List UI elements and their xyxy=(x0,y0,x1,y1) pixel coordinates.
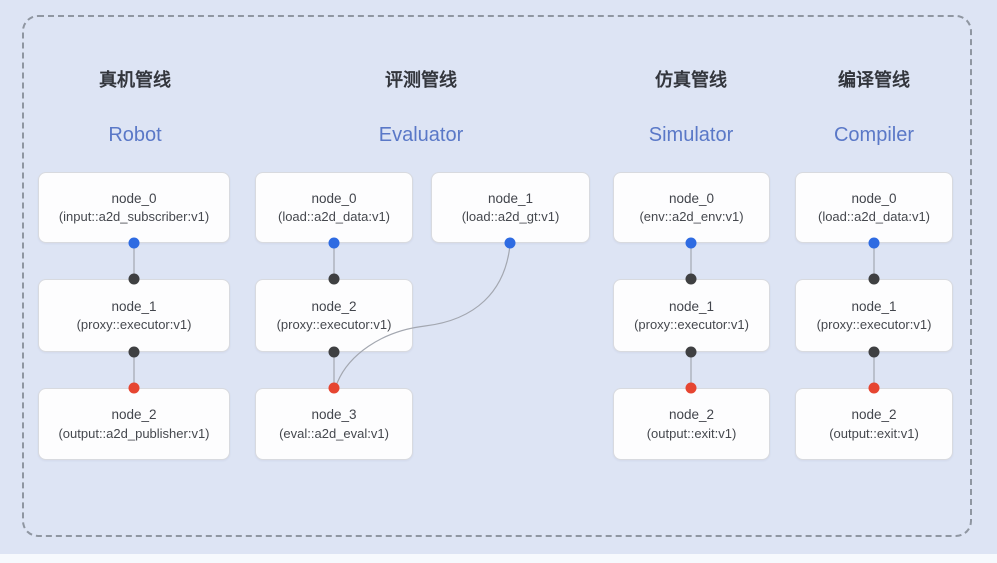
node-name: node_2 xyxy=(111,407,157,423)
bottom-page-strip xyxy=(0,554,997,563)
node-simulator-node_0[interactable]: node_0 (env::a2d_env:v1) xyxy=(613,172,770,243)
node-name: node_0 xyxy=(668,190,715,206)
pipeline-title-en-evaluator: Evaluator xyxy=(378,124,464,146)
node-evaluator-node_3[interactable]: node_3 (eval::a2d_eval:v1) xyxy=(255,388,413,460)
pipeline-title-zh-evaluator: 评测管线 xyxy=(385,70,457,90)
pipeline-title-en-robot: Robot xyxy=(108,124,162,146)
node-compiler-node_2[interactable]: node_2 (output::exit:v1) xyxy=(795,388,953,460)
node-type: (eval::a2d_eval:v1) xyxy=(279,425,389,441)
node-name: node_0 xyxy=(311,190,357,206)
node-robot-node_0[interactable]: node_0 (input::a2d_subscriber:v1) xyxy=(38,172,230,243)
pipeline-title-zh-compiler: 编译管线 xyxy=(838,70,910,90)
dashed-frame xyxy=(22,15,972,537)
node-name: node_1 xyxy=(111,298,157,314)
node-type: (proxy::executor:v1) xyxy=(816,317,932,333)
node-robot-node_2[interactable]: node_2 (output::a2d_publisher:v1) xyxy=(38,388,230,460)
pipeline-title-zh-simulator: 仿真管线 xyxy=(655,70,727,90)
node-name: node_3 xyxy=(311,407,357,423)
node-compiler-node_0[interactable]: node_0 (load::a2d_data:v1) xyxy=(795,172,953,243)
node-name: node_1 xyxy=(668,298,715,314)
node-name: node_0 xyxy=(851,190,897,206)
node-name: node_2 xyxy=(668,407,715,423)
node-type: (proxy::executor:v1) xyxy=(276,317,392,333)
node-name: node_0 xyxy=(111,190,157,206)
node-type: (output::exit:v1) xyxy=(829,425,919,441)
node-evaluator-node_0[interactable]: node_0 (load::a2d_data:v1) xyxy=(255,172,413,243)
node-type: (input::a2d_subscriber:v1) xyxy=(58,209,210,225)
node-simulator-node_1[interactable]: node_1 (proxy::executor:v1) xyxy=(613,279,770,352)
node-name: node_1 xyxy=(487,190,534,206)
pipeline-title-en-simulator: Simulator xyxy=(648,124,734,146)
node-robot-node_1[interactable]: node_1 (proxy::executor:v1) xyxy=(38,279,230,352)
node-type: (output::exit:v1) xyxy=(646,425,737,441)
node-type: (output::a2d_publisher:v1) xyxy=(58,425,210,441)
node-type: (proxy::executor:v1) xyxy=(76,317,192,333)
node-type: (load::a2d_gt:v1) xyxy=(461,209,560,225)
node-evaluator-node_2[interactable]: node_2 (proxy::executor:v1) xyxy=(255,279,413,352)
node-name: node_1 xyxy=(851,298,897,314)
node-name: node_2 xyxy=(311,298,357,314)
node-type: (load::a2d_data:v1) xyxy=(817,209,931,225)
node-evaluator-node_1[interactable]: node_1 (load::a2d_gt:v1) xyxy=(431,172,590,243)
pipeline-title-zh-robot: 真机管线 xyxy=(99,70,171,90)
node-compiler-node_1[interactable]: node_1 (proxy::executor:v1) xyxy=(795,279,953,352)
node-name: node_2 xyxy=(851,407,897,423)
node-type: (proxy::executor:v1) xyxy=(634,317,749,333)
node-type: (load::a2d_data:v1) xyxy=(277,209,391,225)
pipeline-title-en-compiler: Compiler xyxy=(833,124,915,146)
node-type: (env::a2d_env:v1) xyxy=(639,209,744,225)
node-simulator-node_2[interactable]: node_2 (output::exit:v1) xyxy=(613,388,770,460)
